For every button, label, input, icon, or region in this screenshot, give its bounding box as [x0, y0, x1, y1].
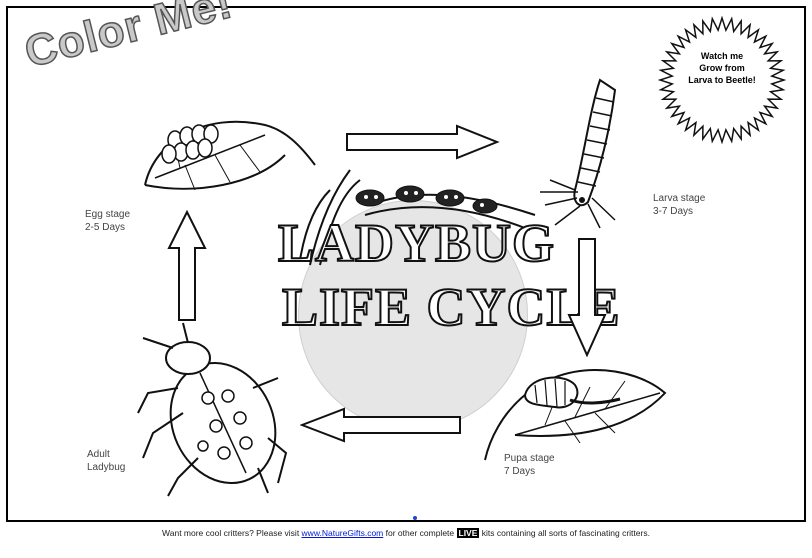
badge-line-1: Watch me — [673, 50, 771, 62]
badge-text: Watch me Grow from Larva to Beetle! — [673, 50, 771, 86]
blue-dot — [413, 516, 417, 520]
badge-line-3: Larva to Beetle! — [673, 74, 771, 86]
badge-line-2: Grow from — [673, 62, 771, 74]
egg-on-leaf-illustration — [135, 100, 325, 200]
footer-text-after: kits containing all sorts of fascinating… — [479, 528, 650, 538]
pupa-stage-name: Pupa stage — [504, 452, 555, 465]
footer-text-before-link: Want more cool critters? Please visit — [162, 528, 302, 538]
naturegifts-link[interactable]: www.NatureGifts.com — [302, 528, 384, 538]
footer-text: Want more cool critters? Please visit ww… — [0, 528, 812, 538]
larva-stage-label: Larva stage 3-7 Days — [653, 192, 705, 218]
arrow-down-larva-to-pupa — [567, 237, 607, 357]
adult-ladybug-illustration — [128, 318, 288, 498]
egg-stage-label: Egg stage 2-5 Days — [85, 208, 130, 234]
arrow-left-pupa-to-adult — [300, 407, 462, 443]
adult-stage-name: Adult — [87, 448, 125, 461]
pupa-stage-label: Pupa stage 7 Days — [504, 452, 555, 478]
live-kit-badge: LIVE — [457, 528, 480, 538]
footer-text-middle: for other complete — [383, 528, 456, 538]
pupa-on-leaf-illustration — [475, 355, 670, 465]
larva-stage-name: Larva stage — [653, 192, 705, 205]
larva-illustration — [530, 70, 640, 230]
egg-stage-name: Egg stage — [85, 208, 130, 221]
adult-stage-duration: Ladybug — [87, 461, 125, 474]
title-line-1: LADYBUG — [278, 212, 555, 274]
adult-stage-label: Adult Ladybug — [87, 448, 125, 474]
arrow-right-egg-to-larva — [345, 124, 500, 160]
arrow-up-adult-to-egg — [167, 210, 207, 322]
pupa-stage-duration: 7 Days — [504, 465, 555, 478]
larva-stage-duration: 3-7 Days — [653, 205, 705, 218]
egg-stage-duration: 2-5 Days — [85, 221, 130, 234]
